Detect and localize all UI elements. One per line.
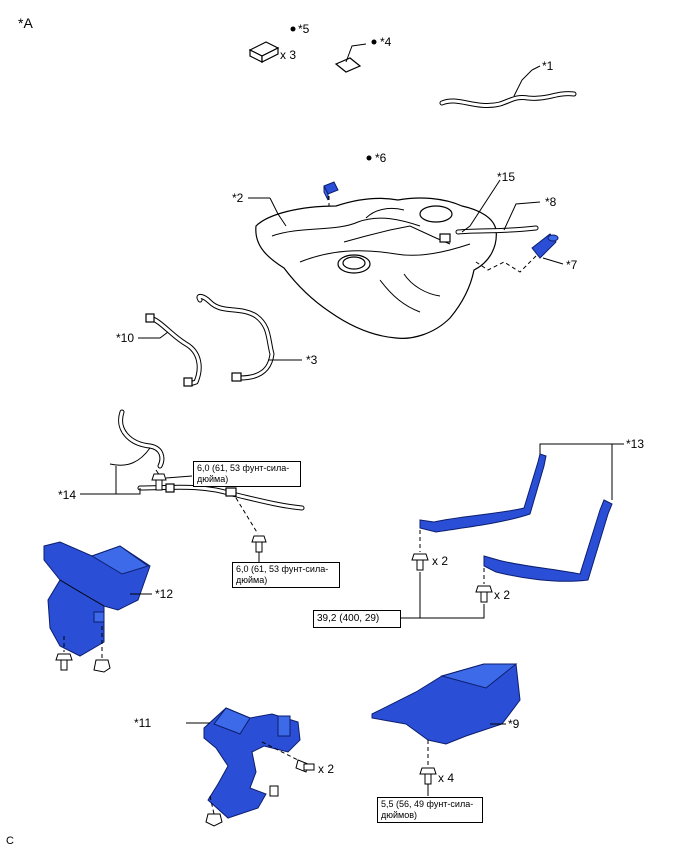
tank-band-13-icon: [419, 453, 613, 582]
part-label-12: *12: [155, 587, 174, 601]
part-label-13: *13: [626, 437, 645, 451]
bolt-13a-icon: [411, 553, 429, 571]
protector-9-icon: [371, 663, 521, 745]
view-label: *A: [18, 15, 33, 31]
tag-4-icon: [334, 43, 367, 73]
part-label-8: *8: [545, 195, 557, 209]
quantity-label-13b: x 2: [494, 588, 511, 602]
torque-box-9: 5,5 (56, 49 фунт-сила-дюймов): [377, 797, 483, 823]
part-label-7: *7: [566, 258, 578, 272]
bolt-14a-icon: [151, 473, 167, 491]
bolt-12-icon: [55, 653, 73, 671]
pipe-10-icon: [145, 313, 202, 387]
fuel-tank-2-icon: [255, 197, 497, 339]
clip-11-icon: [269, 785, 279, 797]
gasket-pad-5-icon: [248, 41, 280, 63]
part-label-14: *14: [58, 488, 77, 502]
part-label-15: *15: [497, 170, 516, 184]
protector-12-icon: [43, 541, 151, 657]
nut-11-icon: [205, 813, 223, 827]
part-label-6: *6: [375, 151, 387, 165]
non-reusable-dot-4-icon: [371, 39, 377, 45]
bolt-14b-icon: [251, 535, 267, 553]
part-label-11: *11: [134, 716, 152, 730]
quantity-label-13a: x 2: [432, 554, 449, 568]
corner-label: C: [6, 835, 14, 847]
pipe-3-icon: [196, 293, 275, 382]
torque-box-14b: 6,0 (61, 53 фунт-сила-дюйма): [232, 562, 340, 588]
part-label-1: *1: [542, 59, 554, 73]
nut-12-icon: [93, 659, 111, 673]
quantity-label-11: x 2: [318, 762, 335, 776]
bolt-9-icon: [419, 767, 437, 785]
hose-1-icon: [439, 69, 577, 108]
part-label-5: *5: [298, 22, 310, 36]
torque-box-13: 39,2 (400, 29): [313, 610, 401, 628]
quantity-label-9: x 4: [438, 771, 455, 785]
bolt-13b-icon: [475, 585, 493, 603]
quantity-label-5: x 3: [280, 48, 297, 62]
protector-11-icon: [203, 707, 301, 819]
bolt-11-icon: [295, 759, 315, 773]
non-reusable-dot-5-icon: [290, 26, 296, 32]
part-label-3: *3: [306, 353, 318, 367]
tube-7-icon: [531, 233, 559, 259]
harness-14-icon: [109, 409, 305, 511]
non-reusable-dot-6-icon: [366, 155, 372, 161]
clip-6-icon: [323, 181, 339, 201]
part-label-9: *9: [508, 717, 520, 731]
part-label-4: *4: [380, 35, 392, 49]
part-label-2: *2: [232, 191, 244, 205]
part-label-10: *10: [116, 331, 135, 345]
torque-box-14a: 6,0 (61, 53 фунт-сила-дюйма): [193, 461, 301, 487]
